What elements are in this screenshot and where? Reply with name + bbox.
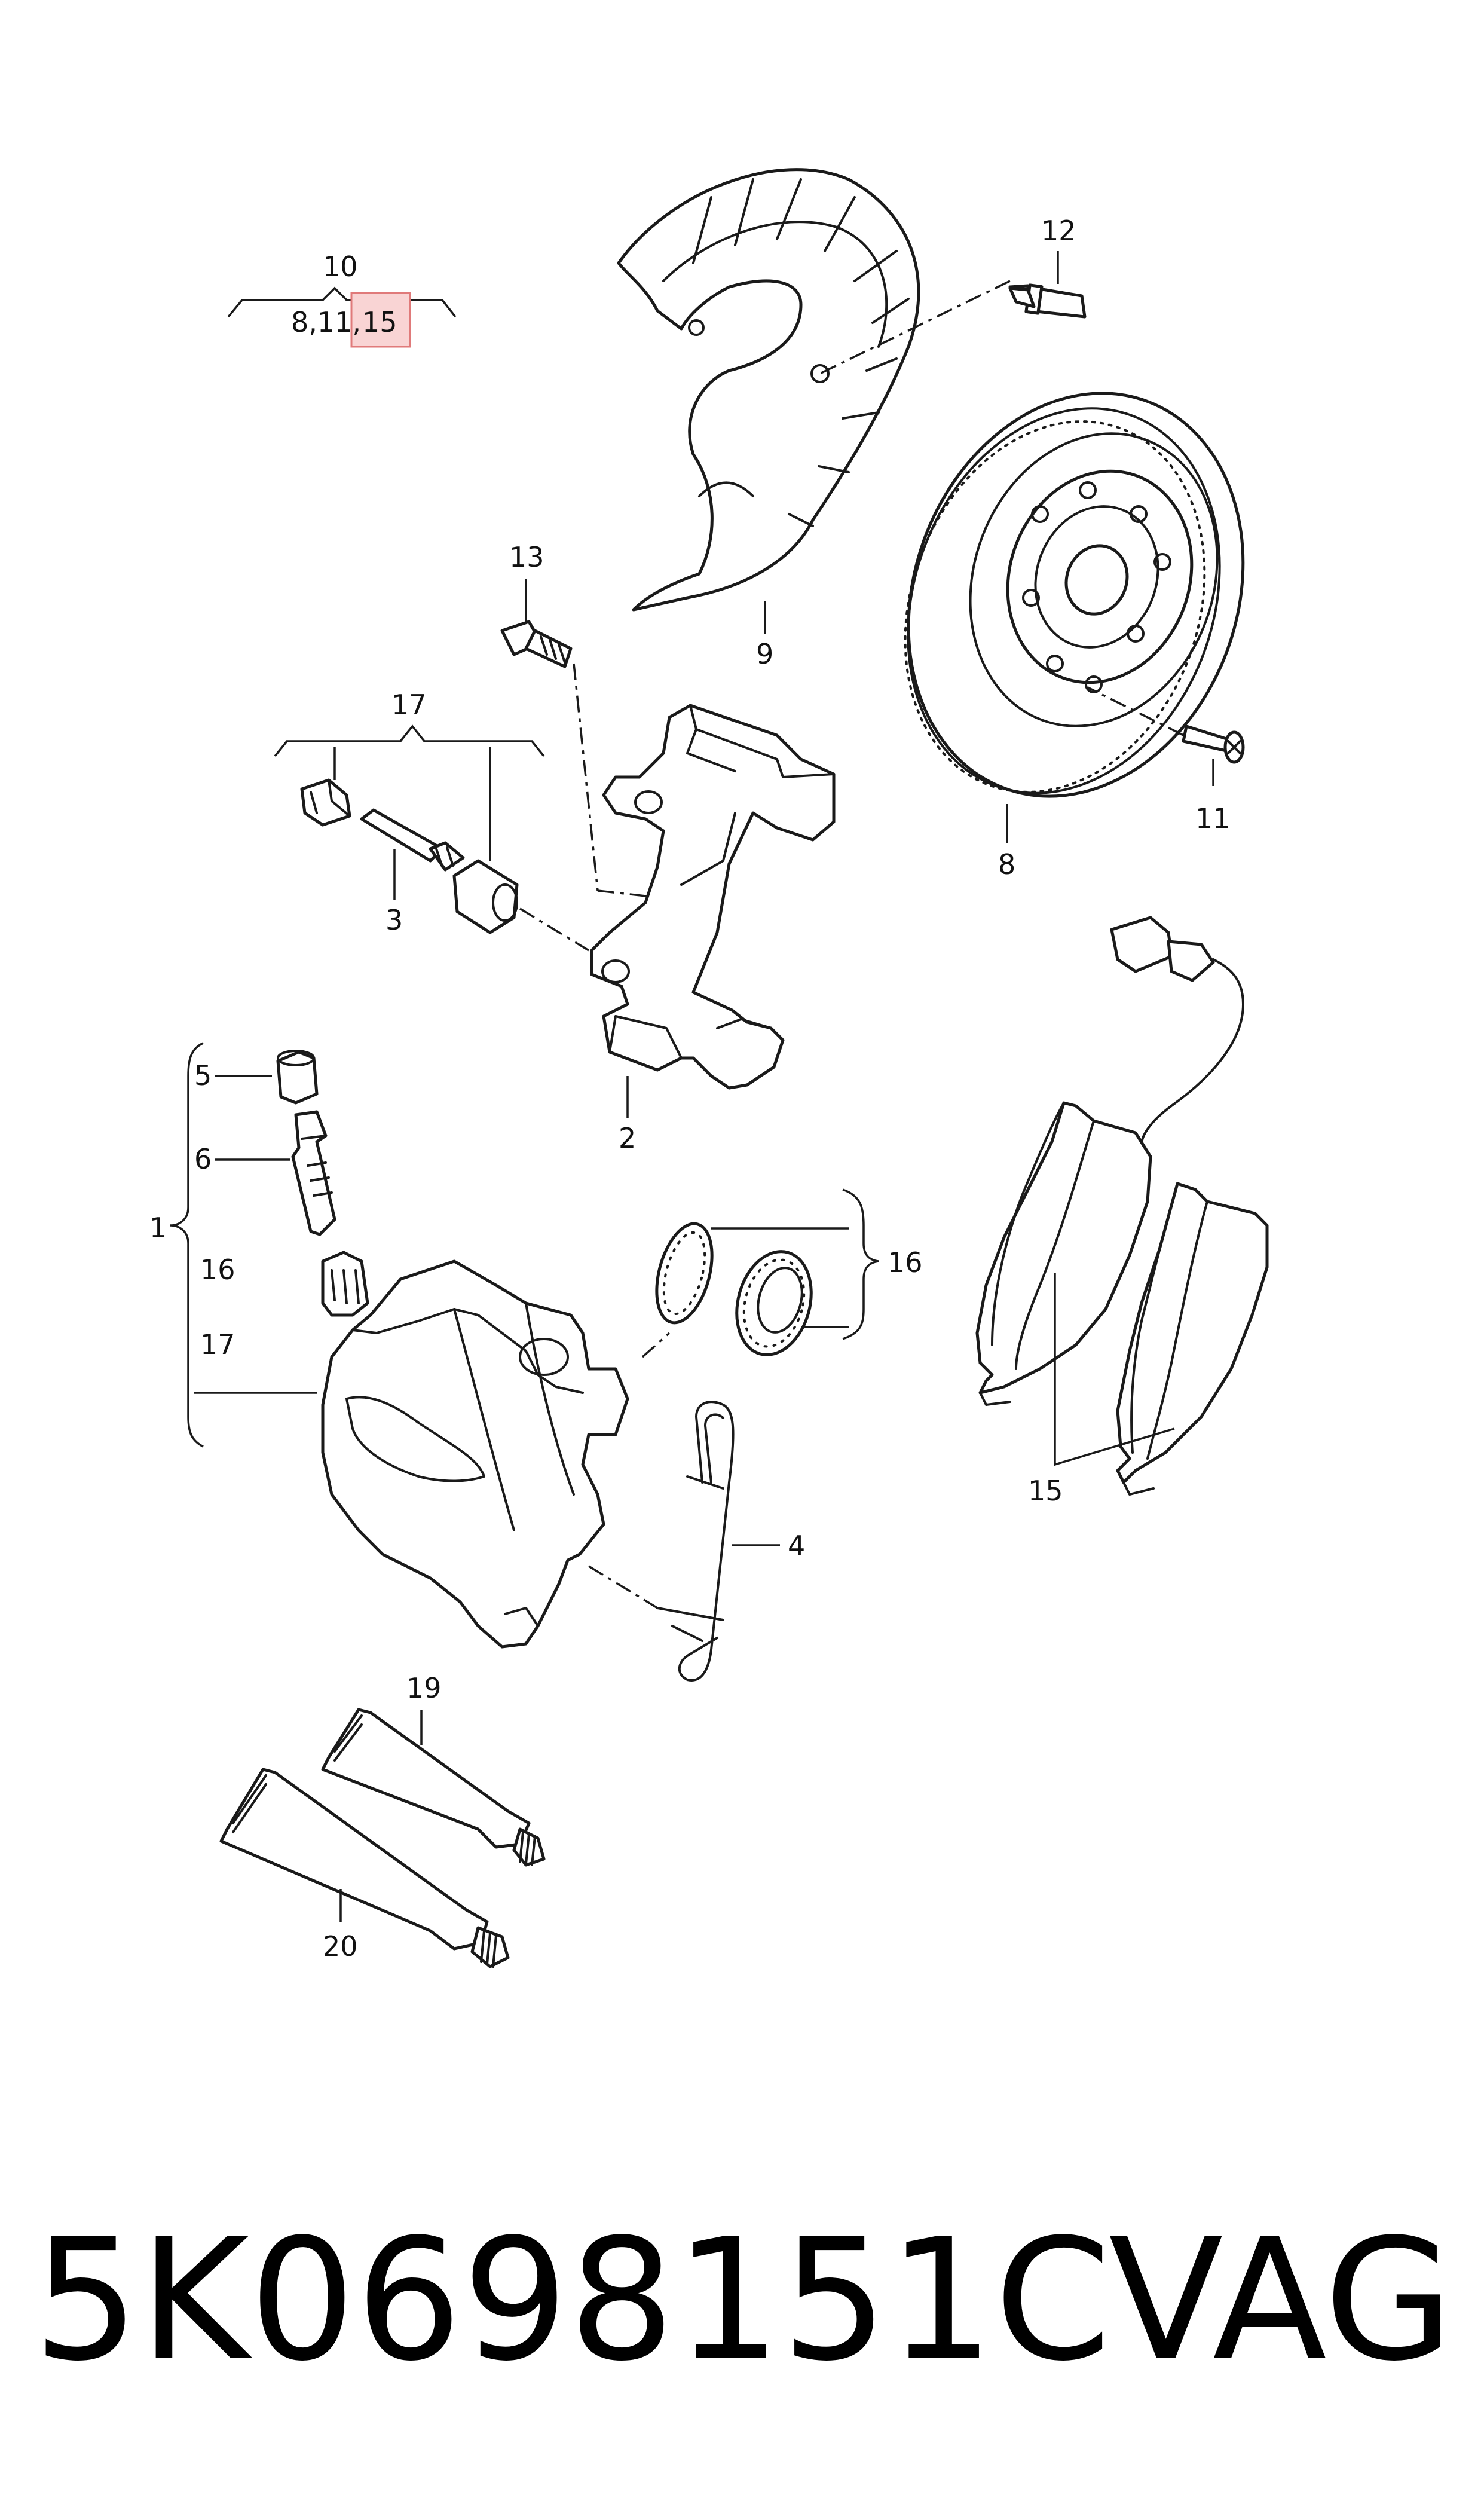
bolt-part-12: 12: [819, 215, 1087, 375]
grease-tube-part-19: 19: [321, 1672, 546, 1867]
bleed-valve-part-6: [291, 1110, 336, 1236]
callout-9: 9: [756, 638, 773, 670]
callout-16-right: 16: [888, 1246, 923, 1279]
callout-12: 12: [1041, 215, 1076, 247]
callout-8: 8: [998, 848, 1015, 881]
callout-1: 1: [149, 1212, 167, 1244]
callout-group-10: 10 8,11, 15: [227, 250, 457, 348]
callout-group-17-top: 17: [274, 689, 545, 861]
callout-3: 3: [385, 904, 403, 936]
caliper-carrier-part-2: 2: [590, 704, 836, 1154]
callout-11: 11: [1195, 802, 1231, 834]
callout-4: 4: [788, 1530, 805, 1562]
seal-part-16: 16: [655, 1188, 923, 1356]
guide-cap-part-17: [300, 778, 351, 827]
guide-sleeve-part-17: [452, 859, 589, 952]
brake-disc-part-8: 8: [904, 392, 1245, 881]
callout-group-1: 1 5 6 16 17: [149, 1042, 317, 1448]
part-number: 5K0698151C: [33, 2203, 1111, 2398]
callout-20: 20: [323, 1930, 358, 1962]
guide-pin-part-3: 3: [360, 808, 465, 936]
callout-5: 5: [194, 1059, 212, 1092]
grease-tube-part-20: 20: [219, 1768, 510, 1968]
callout-2: 2: [619, 1122, 636, 1154]
callout-17-top: 17: [391, 689, 427, 721]
brake-pads-part-15: 15: [975, 1101, 1269, 1507]
callout-10-sub-b: 15: [362, 306, 397, 338]
disc-screw-part-11: 11: [1087, 686, 1245, 834]
callout-10: 10: [323, 250, 358, 283]
brand-label: VAG: [1109, 2203, 1454, 2398]
callout-16-left: 16: [200, 1254, 235, 1286]
callout-6: 6: [194, 1143, 212, 1175]
dust-cap-part-5: [276, 1050, 319, 1105]
caliper-housing-part-1: [321, 1251, 671, 1649]
callout-13: 13: [509, 541, 544, 573]
callout-17-left: 17: [200, 1328, 235, 1361]
wear-sensor-part-15: [1110, 916, 1244, 1155]
callout-15: 15: [1028, 1475, 1063, 1507]
highlight-box: [350, 292, 411, 348]
callout-19: 19: [406, 1672, 442, 1704]
splash-shield-part-9: 9: [617, 168, 920, 670]
retaining-spring-part-4: 4: [656, 1401, 805, 1682]
callout-10-sub-a: 8,11,: [291, 306, 361, 338]
carrier-bolt-part-13: 13: [500, 541, 652, 898]
